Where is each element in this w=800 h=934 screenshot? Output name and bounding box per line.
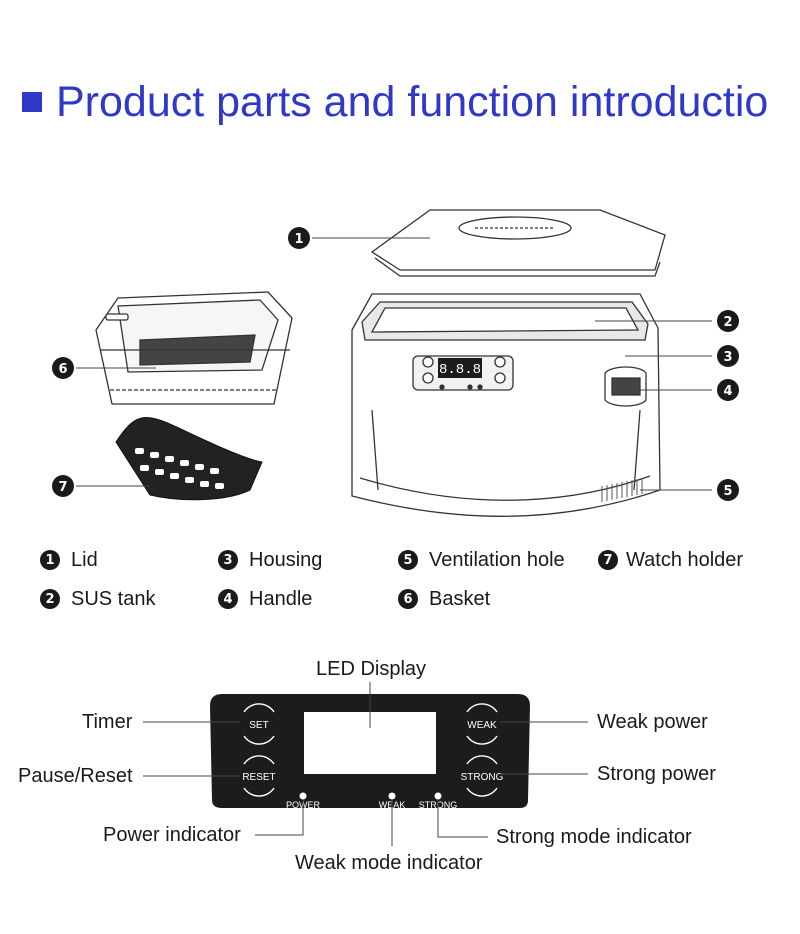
legend-item-lid: 1 Lid xyxy=(40,547,98,573)
legend-label: Handle xyxy=(249,587,313,610)
panel-leader-lines xyxy=(143,682,588,846)
strong-indicator-light xyxy=(434,792,442,800)
strong-button-label: STRONG xyxy=(461,772,504,783)
legend-item-housing: 3 Housing xyxy=(218,547,322,573)
legend-badge: 1 xyxy=(40,550,60,570)
weak-button-label: WEAK xyxy=(467,720,497,731)
legend-item-basket: 6 Basket xyxy=(398,586,490,612)
badge-6: 6 xyxy=(52,357,74,379)
badge-4: 4 xyxy=(717,379,739,401)
lid-illustration xyxy=(370,209,666,277)
control-panel-illustration: SET RESET WEAK STRONG POWER WEAK STRONG xyxy=(143,682,588,846)
leader-lines xyxy=(76,237,712,491)
title-square-icon xyxy=(22,92,42,112)
weak-power-callout: Weak power xyxy=(597,711,708,733)
legend-badge: 3 xyxy=(218,550,238,570)
timer-callout: Timer xyxy=(82,711,133,733)
set-button-label: SET xyxy=(249,720,268,731)
badge-2-number: 2 xyxy=(723,315,732,330)
power-indicator-callout: Power indicator xyxy=(103,824,241,846)
badge-4-number: 4 xyxy=(723,384,732,399)
badge-7-number: 7 xyxy=(58,480,67,495)
badge-3: 3 xyxy=(717,345,739,367)
legend-item-ventilation-hole: 5 Ventilation hole xyxy=(398,547,565,573)
control-panel-section: SET RESET WEAK STRONG POWER WEAK STRONG xyxy=(0,650,800,880)
led-display-callout: LED Display xyxy=(316,658,427,680)
legend-badge: 7 xyxy=(598,550,618,570)
badge-2: 2 xyxy=(717,310,739,332)
legend-badge: 2 xyxy=(40,589,60,609)
weak-mode-indicator-callout: Weak mode indicator xyxy=(295,852,483,874)
legend-label: Housing xyxy=(249,548,323,571)
strong-power-callout: Strong power xyxy=(597,763,716,785)
badge-6-number: 6 xyxy=(58,362,67,377)
title-bar: Product parts and function introductio xyxy=(0,72,800,132)
badge-5-number: 5 xyxy=(723,484,732,499)
parts-legend: 1 Lid 2 SUS tank 3 Housing 4 Handle 5 Ve… xyxy=(0,540,800,620)
badge-1: 1 xyxy=(288,227,310,249)
power-indicator-light xyxy=(299,792,307,800)
legend-item-handle: 4 Handle xyxy=(218,586,312,612)
cleaner-unit-illustration xyxy=(351,293,661,517)
watch-holder-illustration xyxy=(115,416,263,501)
basket-illustration xyxy=(95,291,293,405)
product-diagram: 8.8.8 1 2 3 4 5 6 7 xyxy=(52,209,739,517)
legend-label: Basket xyxy=(429,587,491,610)
legend-label: SUS tank xyxy=(71,587,156,610)
legend-label: Ventilation hole xyxy=(429,548,565,571)
device-display-text: 8.8.8 xyxy=(439,362,481,378)
weak-button[interactable]: WEAK xyxy=(466,703,498,745)
legend-badge: 5 xyxy=(398,550,418,570)
badge-7: 7 xyxy=(52,475,74,497)
legend-item-sus-tank: 2 SUS tank xyxy=(40,586,155,612)
badge-1-number: 1 xyxy=(294,232,303,247)
strong-button[interactable]: STRONG xyxy=(461,755,504,797)
weak-indicator-light xyxy=(388,792,396,800)
legend-label: Watch holder xyxy=(626,548,744,571)
pause-reset-callout: Pause/Reset xyxy=(18,765,133,787)
reset-button[interactable]: RESET xyxy=(242,755,276,797)
set-button[interactable]: SET xyxy=(243,703,275,745)
badge-5: 5 xyxy=(717,479,739,501)
strong-mode-indicator-callout: Strong mode indicator xyxy=(496,826,692,848)
legend-item-watch-holder: 7 Watch holder xyxy=(598,547,743,573)
legend-badge: 6 xyxy=(398,589,418,609)
page-title: Product parts and function introductio xyxy=(56,78,769,126)
badge-3-number: 3 xyxy=(723,350,732,365)
legend-badge: 4 xyxy=(218,589,238,609)
reset-button-label: RESET xyxy=(242,772,275,783)
legend-label: Lid xyxy=(71,548,98,571)
